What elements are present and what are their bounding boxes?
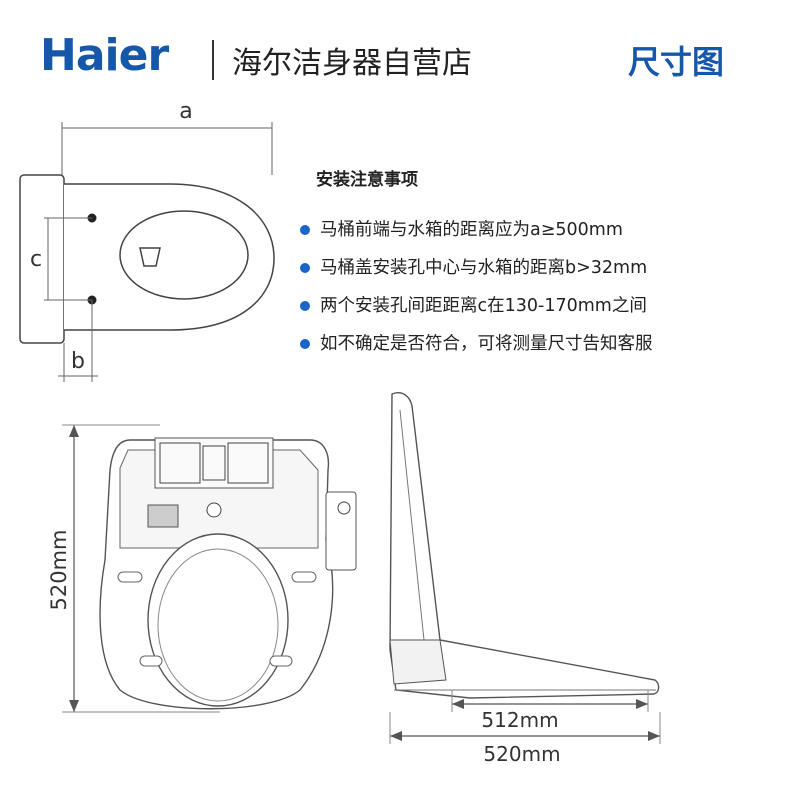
total-width-label: 520mm [483,742,560,766]
side-hinge [389,639,447,685]
inner-width-arrow-left [452,699,464,709]
seat-ring-inner [157,548,279,702]
total-width-arrow-right [648,731,660,741]
notes-list: 马桶前端与水箱的距离应为a≥500mm 马桶盖安装孔中心与水箱的距离b>32mm… [300,216,653,368]
internal-module-center [202,445,226,481]
internal-module-left [159,442,201,484]
bumper-left-bottom [139,655,163,667]
note-text: 如不确定是否符合，可将测量尺寸告知客服 [320,334,653,354]
total-width-arrow-left [390,731,402,741]
haier-logo: Haier [40,30,169,81]
inner-width-arrow-right [636,699,648,709]
header-divider [212,40,214,80]
note-item: 马桶前端与水箱的距离应为a≥500mm [300,216,653,254]
heater-grid [147,504,179,528]
dim-c-label: c [30,247,42,272]
note-text: 马桶盖安装孔中心与水箱的距离b>32mm [320,258,648,278]
header: Haier 海尔洁身器自营店 尺寸图 [0,0,800,100]
inner-width-label: 512mm [481,708,558,732]
dim-b-label: b [71,349,85,374]
bumper-right-bottom [269,655,293,667]
bullet-icon [300,339,310,349]
notes-title: 安装注意事项 [316,170,418,190]
height-dim-arrow-bottom [69,700,79,712]
page-title: 尺寸图 [628,43,725,81]
bullet-icon [300,225,310,235]
bumper-left-top [117,571,143,583]
bullet-icon [300,301,310,311]
note-item: 如不确定是否符合，可将测量尺寸告知客服 [300,330,653,368]
height-dim-label: 520mm [47,530,71,611]
note-text: 马桶前端与水箱的距离应为a≥500mm [320,220,623,240]
side-bracket-hole [337,501,351,515]
dim-a-label: a [179,99,192,124]
store-name: 海尔洁身器自营店 [232,46,472,81]
drain-outlet [139,247,161,267]
nozzle-part [206,502,222,518]
toilet-inner-bowl [119,210,249,300]
note-text: 两个安装孔间距距离c在130-170mm之间 [320,296,647,316]
height-dim-arrow-top [69,425,79,437]
internal-module-right [227,442,269,484]
note-item: 马桶盖安装孔中心与水箱的距离b>32mm [300,254,653,292]
bullet-icon [300,263,310,273]
bumper-right-top [291,571,317,583]
note-item: 两个安装孔间距距离c在130-170mm之间 [300,292,653,330]
side-lid-inner-line [399,409,425,641]
